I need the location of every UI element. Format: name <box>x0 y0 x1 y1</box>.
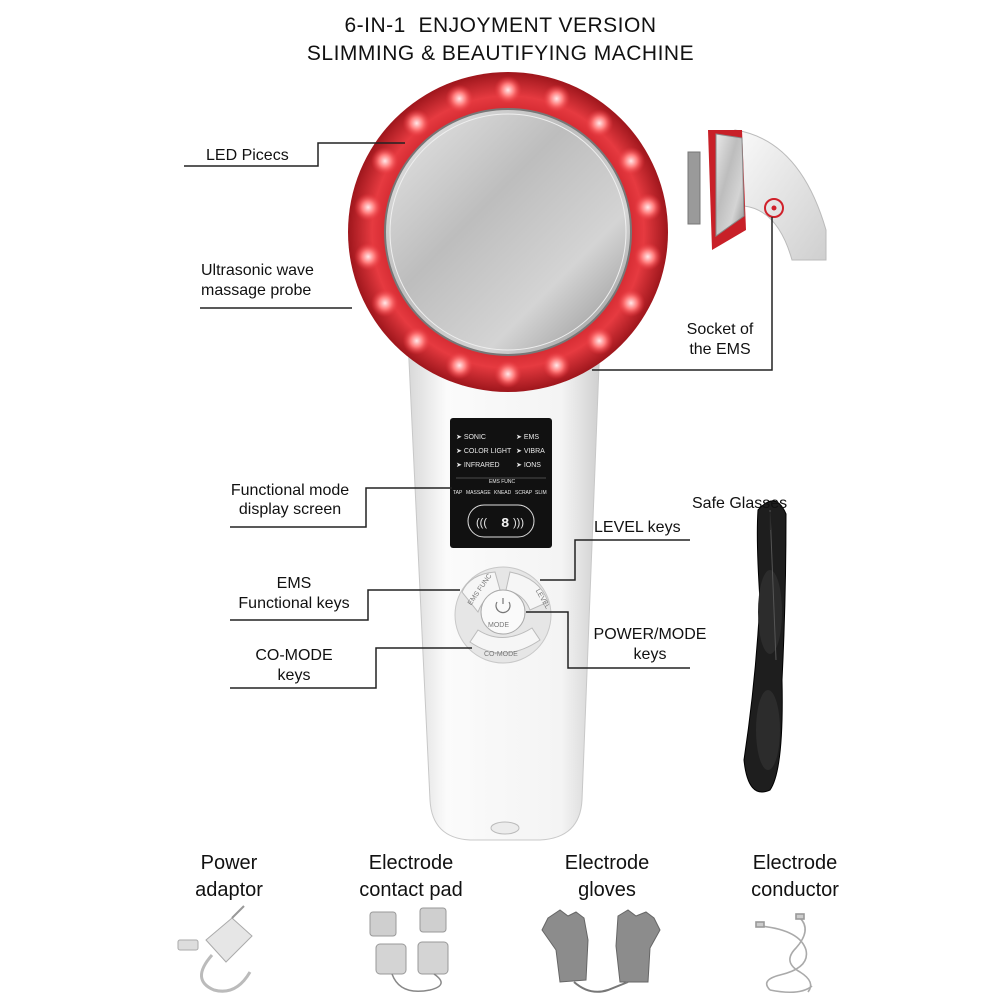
title-line-1: 6-IN-1 ENJOYMENT VERSION <box>344 14 657 37</box>
led-light <box>354 242 383 271</box>
led-light <box>445 84 474 113</box>
ultrasonic-probe <box>384 108 632 356</box>
svg-text:SLIM: SLIM <box>535 490 547 496</box>
led-light <box>617 147 645 175</box>
svg-text:SCRAP: SCRAP <box>515 490 533 496</box>
electrode-gloves-icon <box>541 909 661 993</box>
socket-callout-line2: the EMS <box>689 341 751 358</box>
level-digit: 8 <box>501 516 509 532</box>
power-callout-line2: keys <box>633 646 667 663</box>
power-adaptor-icon <box>177 905 253 993</box>
svg-text:➤ IONS: ➤ IONS <box>516 462 541 469</box>
probe-callout-line1: Ultrasonic wave <box>201 262 314 279</box>
ems-socket <box>764 198 784 218</box>
ems-callout-line2: Functional keys <box>238 595 350 612</box>
led-light <box>445 351 474 380</box>
socket-callout-line1: Socket of <box>686 321 754 338</box>
led-light <box>585 326 614 355</box>
comode-callout-line1: CO-MODE <box>255 647 333 664</box>
display-screen <box>450 418 552 548</box>
svg-text:CO-MODE: CO-MODE <box>484 651 518 658</box>
svg-text:➤ SONIC: ➤ SONIC <box>456 434 486 441</box>
svg-text:➤ COLOR LIGHT: ➤ COLOR LIGHT <box>456 448 512 455</box>
led-light <box>402 326 431 355</box>
electrode-pad-icon <box>369 907 449 992</box>
led-light <box>633 242 662 271</box>
power-callout-line1: POWER/MODE <box>593 626 707 643</box>
svg-text:➤ VIBRA: ➤ VIBRA <box>516 448 545 455</box>
svg-text:➤ EMS: ➤ EMS <box>516 434 539 441</box>
svg-text:EMS FUNC: EMS FUNC <box>489 479 516 485</box>
power-icon <box>495 598 511 614</box>
led-light <box>494 76 522 104</box>
svg-text:MASSAGE: MASSAGE <box>466 490 491 496</box>
co-mode-key <box>469 627 541 654</box>
power-mode-key <box>480 589 526 635</box>
led-light <box>494 360 522 388</box>
led-light <box>633 193 662 222</box>
page-title: 6-IN-1 ENJOYMENT VERSION SLIMMING & BEAU… <box>0 12 1001 68</box>
led-light <box>585 109 614 138</box>
display-callout-line1: Functional mode <box>230 482 350 499</box>
led-light <box>371 289 399 317</box>
led-light <box>354 193 383 222</box>
led-light <box>402 109 431 138</box>
level-callout: LEVEL keys <box>594 519 681 536</box>
title-line-2: SLIMMING & BEAUTIFYING MACHINE <box>306 42 695 65</box>
display-callout-line2: display screen <box>238 501 342 518</box>
probe-callout-line2: massage probe <box>201 282 312 299</box>
svg-text:➤ INFRARED: ➤ INFRARED <box>456 462 500 469</box>
led-light <box>542 351 571 380</box>
svg-text:KNEAD: KNEAD <box>494 490 512 496</box>
led-light <box>542 84 571 113</box>
safe-glasses-callout: Safe Glasses <box>692 495 788 512</box>
led-callout: LED Picecs <box>206 147 289 164</box>
svg-text:(((: ((( <box>476 517 487 529</box>
electrode-conductor-icon <box>755 913 813 994</box>
led-light <box>371 147 399 175</box>
svg-text:))): ))) <box>513 517 524 529</box>
led-lights <box>354 76 662 388</box>
screen-content: ➤ SONIC ➤ COLOR LIGHT ➤ INFRARED ➤ EMS ➤… <box>453 434 547 538</box>
svg-text:TAP: TAP <box>453 490 463 496</box>
side-view-detail <box>687 129 827 261</box>
comode-callout-line2: keys <box>277 667 311 684</box>
svg-text:MODE: MODE <box>488 622 509 629</box>
callout-lines <box>184 142 773 689</box>
led-light <box>617 289 645 317</box>
ems-callout-line1: EMS <box>276 575 312 592</box>
safe-glasses-image <box>743 500 787 793</box>
